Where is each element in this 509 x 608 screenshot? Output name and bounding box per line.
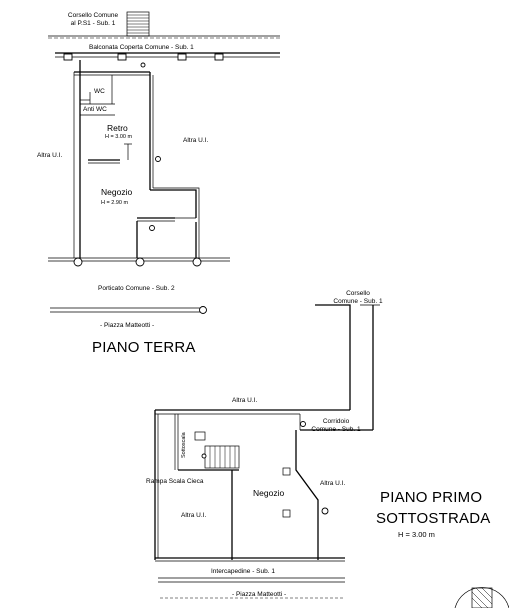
ground-floor-plan	[48, 11, 280, 314]
sottoscala-label: Sottoscala	[181, 432, 187, 458]
corridoio-label: Corridoio Comune - Sub. 1	[300, 418, 372, 434]
piazza-ground-label: - Piazza Matteotti -	[100, 322, 155, 329]
stair-hatch	[126, 11, 150, 37]
rampa-scala-label: Rampa Scala Cieca	[146, 478, 204, 485]
stair-ramp	[204, 445, 240, 469]
basement-height-label: H = 3.00 m	[398, 530, 435, 539]
altra-ui-basement-right-label: Altra U.I.	[320, 480, 346, 487]
piano-primo-title: PIANO PRIMO	[380, 489, 483, 506]
corridoio-line1: Corridoio	[322, 418, 350, 425]
balconata-label: Balconata Coperta Comune - Sub. 1	[89, 44, 194, 51]
north-arrow-icon	[454, 587, 509, 608]
wc-label: WC	[94, 88, 105, 95]
anti-wc-label: Anti WC	[83, 106, 107, 113]
piazza-basement-label: - Piazza Matteotti -	[232, 591, 287, 598]
corsello-comune-label: Corsello Comune al P.S1 - Sub. 1	[58, 12, 128, 28]
altra-ui-top-label: Altra U.I.	[232, 397, 258, 404]
piano-terra-title: PIANO TERRA	[92, 339, 196, 356]
altra-ui-basement-left-label: Altra U.I.	[181, 512, 207, 519]
corsello-line1: Corsello Comune	[67, 12, 119, 19]
negozio-room-label: Negozio	[101, 187, 133, 197]
corsello-b-line2: Comune - Sub. 1	[333, 298, 383, 305]
negozio-basement-label: Negozio	[253, 488, 285, 498]
altra-ui-left-label: Altra U.I.	[37, 152, 63, 159]
corridoio-line2: Comune - Sub. 1	[311, 426, 361, 433]
negozio-height-label: H = 2.90 m	[101, 200, 129, 206]
corsello-basement-label: Corsello Comune - Sub. 1	[325, 290, 391, 306]
altra-ui-right-label: Altra U.I.	[183, 137, 209, 144]
basement-plan	[154, 304, 509, 608]
sottostrada-title: SOTTOSTRADA	[376, 510, 491, 527]
corsello-line2: al P.S1 - Sub. 1	[70, 20, 116, 27]
intercapedine-label: Intercapedine - Sub. 1	[211, 568, 275, 575]
retro-room-label: Retro	[107, 123, 128, 133]
corsello-b-line1: Corsello	[346, 290, 370, 297]
porticato-label: Porticato Comune - Sub. 2	[98, 285, 175, 292]
retro-height-label: H = 3.00 m	[105, 134, 133, 140]
